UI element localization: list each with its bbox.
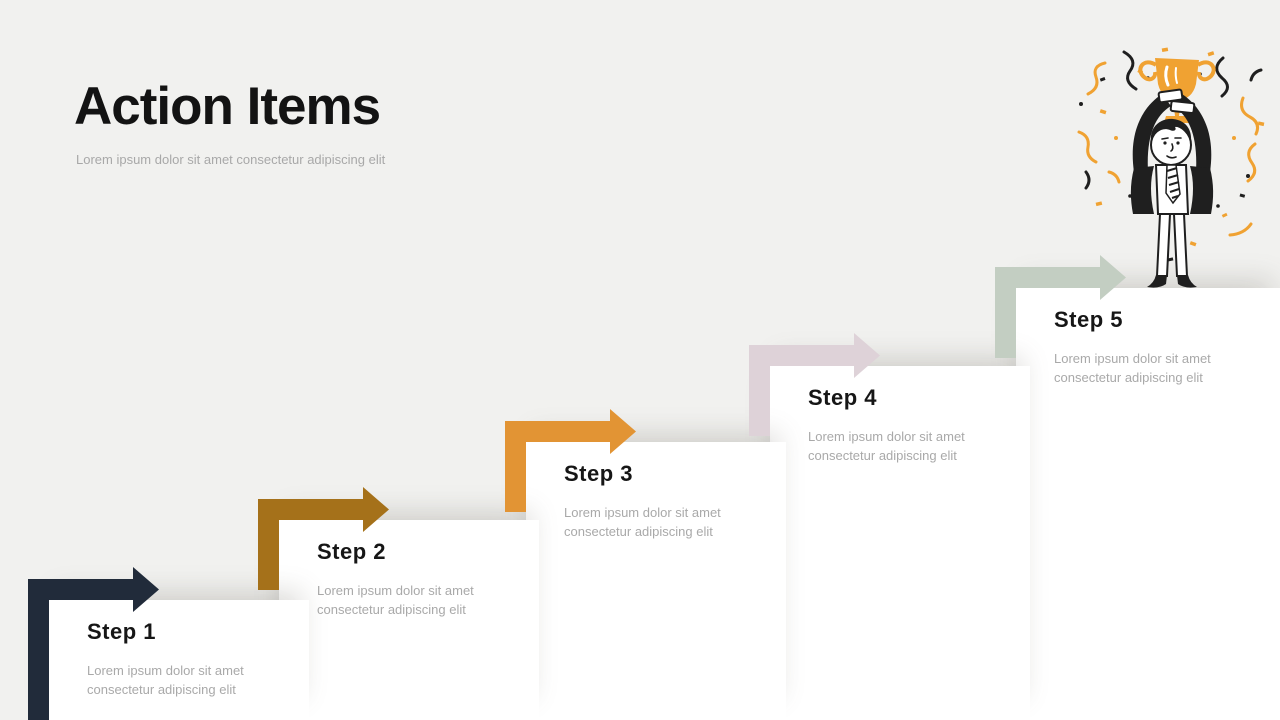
step-2-card: Step 2 Lorem ipsum dolor sit amet consec… <box>279 520 539 720</box>
pants <box>1155 213 1189 277</box>
step-5-title: Step 5 <box>1054 307 1124 332</box>
arrow-shape <box>995 255 1126 358</box>
arrow-shape <box>258 487 389 590</box>
celebrating-man-figure <box>1130 88 1214 288</box>
step-5-card: Step 5 Lorem ipsum dolor sit amet consec… <box>1016 288 1280 720</box>
step-1-description: Lorem ipsum dolor sit amet consectetur a… <box>87 663 244 697</box>
tie-stripes <box>1166 167 1180 199</box>
step-1-title: Step 1 <box>87 619 157 644</box>
step-2-title: Step 2 <box>317 539 387 564</box>
step-3-card: Step 3 Lorem ipsum dolor sit amet consec… <box>526 442 786 720</box>
arrow-shape <box>749 333 880 436</box>
step-4-arrow-icon <box>749 333 880 436</box>
face <box>1161 137 1182 159</box>
step-4-description: Lorem ipsum dolor sit amet consectetur a… <box>808 429 965 463</box>
step-2-arrow-icon <box>258 487 389 590</box>
step-2-description: Lorem ipsum dolor sit amet consectetur a… <box>317 583 474 617</box>
step-3-description: Lorem ipsum dolor sit amet consectetur a… <box>564 505 721 539</box>
step-5-description: Lorem ipsum dolor sit amet consectetur a… <box>1054 351 1211 385</box>
trophy-celebration-illustration <box>1077 47 1265 288</box>
step-5-arrow-icon <box>995 255 1126 358</box>
slide-title: Action Items <box>74 77 381 136</box>
step-1-arrow-icon <box>28 567 159 720</box>
step-1-card: Step 1 Lorem ipsum dolor sit amet consec… <box>49 600 309 720</box>
arrow-shape <box>505 409 636 512</box>
step-4-title: Step 4 <box>808 385 878 410</box>
slide-subtitle: Lorem ipsum dolor sit amet consectetur a… <box>76 152 386 167</box>
step-3-arrow-icon <box>505 409 636 512</box>
step-3-title: Step 3 <box>564 461 634 486</box>
step-4-card: Step 4 Lorem ipsum dolor sit amet consec… <box>770 366 1030 720</box>
arrow-shape <box>28 567 159 720</box>
hands <box>1157 88 1196 115</box>
